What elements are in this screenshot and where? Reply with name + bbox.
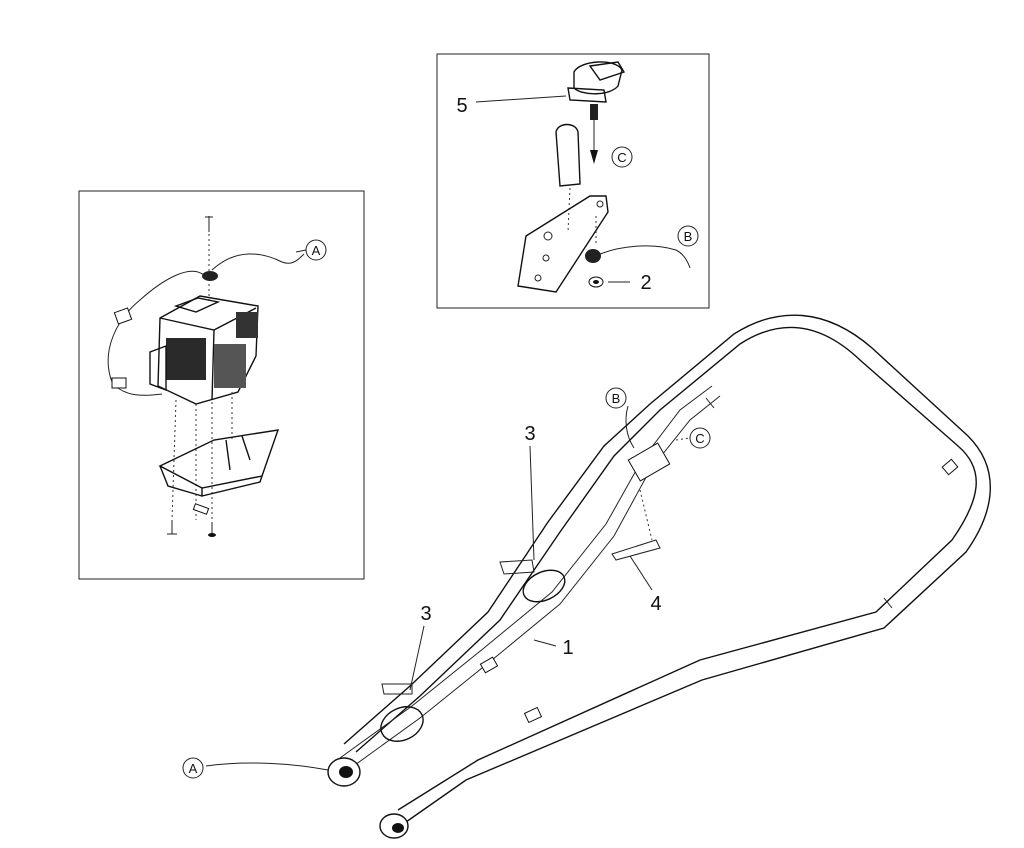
part-3-lower-label: 3 — [420, 603, 431, 625]
ref-a-marker-handle: A — [182, 757, 204, 779]
part-2-label: 2 — [640, 272, 651, 294]
ref-b-label-handle: B — [612, 391, 621, 406]
part-2-callout: 2 — [608, 272, 652, 294]
part-1-callout: 1 — [533, 637, 574, 659]
part-4-callout: 4 — [629, 555, 662, 615]
ref-a-label-handle: A — [189, 761, 198, 776]
ref-a-marker-inset: A — [295, 239, 327, 261]
part-5-label: 5 — [456, 95, 467, 117]
throttle-illustration — [517, 61, 691, 293]
ref-c-label-handle: C — [695, 431, 704, 446]
part-3-upper-label: 3 — [524, 423, 535, 445]
part-3-lower-callout: 3 — [409, 603, 432, 691]
part-3-upper-callout: 3 — [524, 423, 536, 561]
part-1-label: 1 — [562, 637, 573, 659]
part-4-label: 4 — [650, 593, 661, 615]
engine-illustration — [107, 216, 305, 537]
ref-b-marker-handle: B — [605, 387, 627, 409]
throttle-inset: 5 C B 2 — [436, 53, 710, 309]
ref-c-marker-inset: C — [611, 146, 633, 168]
ref-b-marker-inset: B — [677, 225, 699, 247]
throttle-inset-frame — [436, 53, 710, 309]
part-5-callout: 5 — [456, 95, 567, 117]
ref-c-marker-handle: C — [675, 427, 711, 449]
ref-c-label-inset: C — [617, 150, 626, 165]
engine-inset: A — [78, 190, 365, 580]
handle-frame — [205, 314, 991, 839]
ref-b-label-inset: B — [684, 229, 693, 244]
ref-a-label-inset: A — [312, 243, 321, 258]
